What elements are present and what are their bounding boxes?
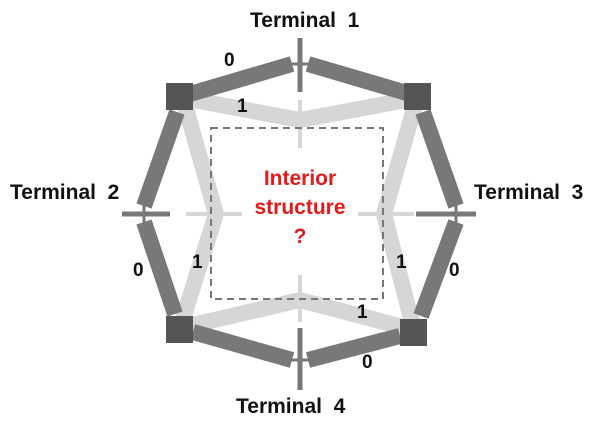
terminal-4-cross bbox=[288, 328, 312, 390]
edge-label-inner-left: 1 bbox=[192, 252, 203, 273]
interior-box bbox=[210, 127, 384, 300]
interior-line-2: structure bbox=[254, 196, 346, 219]
inner-bar-top-left bbox=[181, 90, 302, 128]
interior-structure-label: Interior structure ? bbox=[200, 164, 400, 251]
outer-bar-left-top bbox=[136, 109, 185, 209]
corner-node-bottom-left bbox=[166, 316, 193, 343]
edge-label-outer-left: 0 bbox=[133, 260, 144, 281]
terminal-1-label: Terminal 1 bbox=[250, 9, 360, 32]
outer-bar-top-left bbox=[187, 56, 295, 102]
terminal-3-cross bbox=[416, 202, 476, 226]
inner-bar-left-top bbox=[175, 95, 224, 217]
outer-bar-left-bottom bbox=[136, 219, 183, 317]
edge-label-inner-bottom: 1 bbox=[357, 302, 368, 323]
edge-label-outer-bottom: 0 bbox=[362, 352, 373, 373]
interior-question-mark: ? bbox=[293, 225, 307, 248]
terminal-2-label: Terminal 2 bbox=[10, 181, 120, 204]
terminal-2-cross bbox=[122, 202, 170, 226]
terminal-1-cross bbox=[288, 38, 312, 92]
outer-bars bbox=[136, 56, 464, 368]
corner-nodes bbox=[166, 83, 431, 346]
inner-bars bbox=[172, 90, 425, 338]
terminal-3-label: Terminal 3 bbox=[474, 181, 584, 204]
edge-label-inner-right: 1 bbox=[396, 252, 407, 273]
outer-bar-top-right bbox=[305, 56, 413, 102]
inner-bar-right-top bbox=[376, 95, 425, 217]
inner-bar-bottom-right bbox=[297, 292, 417, 338]
corner-node-top-right bbox=[404, 83, 431, 110]
terminal-4-label: Terminal 4 bbox=[236, 395, 346, 418]
edge-label-outer-right: 0 bbox=[449, 260, 460, 281]
edge-label-outer-top: 0 bbox=[224, 50, 235, 71]
inner-bar-top-right bbox=[298, 90, 419, 128]
interior-line-1: Interior bbox=[263, 167, 337, 190]
corner-node-bottom-right bbox=[400, 319, 427, 346]
outer-bar-bottom-left bbox=[190, 324, 295, 368]
terminal-crosses bbox=[122, 38, 476, 390]
outer-bar-right-top bbox=[415, 109, 464, 209]
outer-bar-bottom-right bbox=[305, 328, 403, 368]
edge-label-inner-top: 1 bbox=[237, 96, 248, 117]
outer-bar-right-bottom bbox=[413, 219, 464, 319]
corner-node-top-left bbox=[166, 83, 193, 110]
inner-bar-bottom-left bbox=[178, 292, 302, 336]
inner-bar-right-bottom bbox=[376, 211, 422, 333]
